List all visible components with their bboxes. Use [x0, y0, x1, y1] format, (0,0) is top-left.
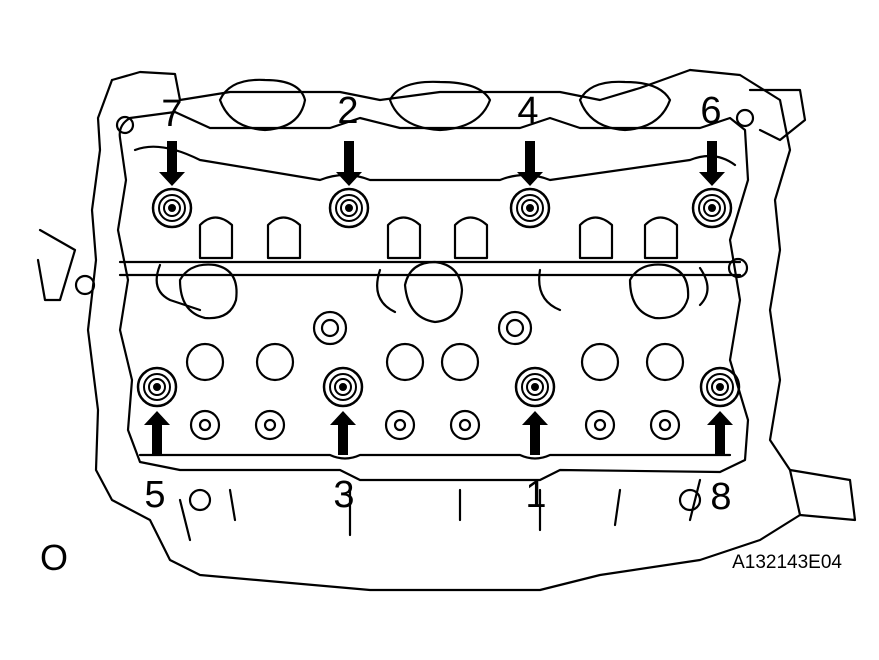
- bolt-2: [328, 187, 370, 229]
- bolt-5: [136, 366, 178, 408]
- bolt-label-8: 8: [710, 476, 732, 518]
- arrow-1: [522, 411, 548, 455]
- bolt-label-5: 5: [144, 474, 166, 516]
- housing-rim: [116, 110, 750, 482]
- cylinder-head-outline: [86, 68, 802, 592]
- bolt-7: [151, 187, 193, 229]
- arrow-4: [517, 141, 543, 186]
- bolt-1: [514, 366, 556, 408]
- view-mark: O: [40, 537, 69, 578]
- bolt-label-1: 1: [525, 474, 547, 516]
- arrow-8: [707, 411, 733, 455]
- arrow-2: [336, 141, 362, 186]
- bolt-4: [509, 187, 551, 229]
- bolt-label-3: 3: [333, 474, 355, 516]
- arrow-3: [330, 411, 356, 455]
- bolt-8: [699, 366, 741, 408]
- arrow-7: [159, 141, 185, 186]
- bolt-label-4: 4: [517, 90, 539, 132]
- bolt-label-6: 6: [700, 90, 722, 132]
- figure-code: A132143E04: [732, 552, 842, 573]
- bolt-label-2: 2: [337, 90, 359, 132]
- bolt-6: [691, 187, 733, 229]
- arrow-5: [144, 411, 170, 455]
- arrow-6: [699, 141, 725, 186]
- bolt-3: [322, 366, 364, 408]
- bolt-label-7: 7: [161, 93, 183, 135]
